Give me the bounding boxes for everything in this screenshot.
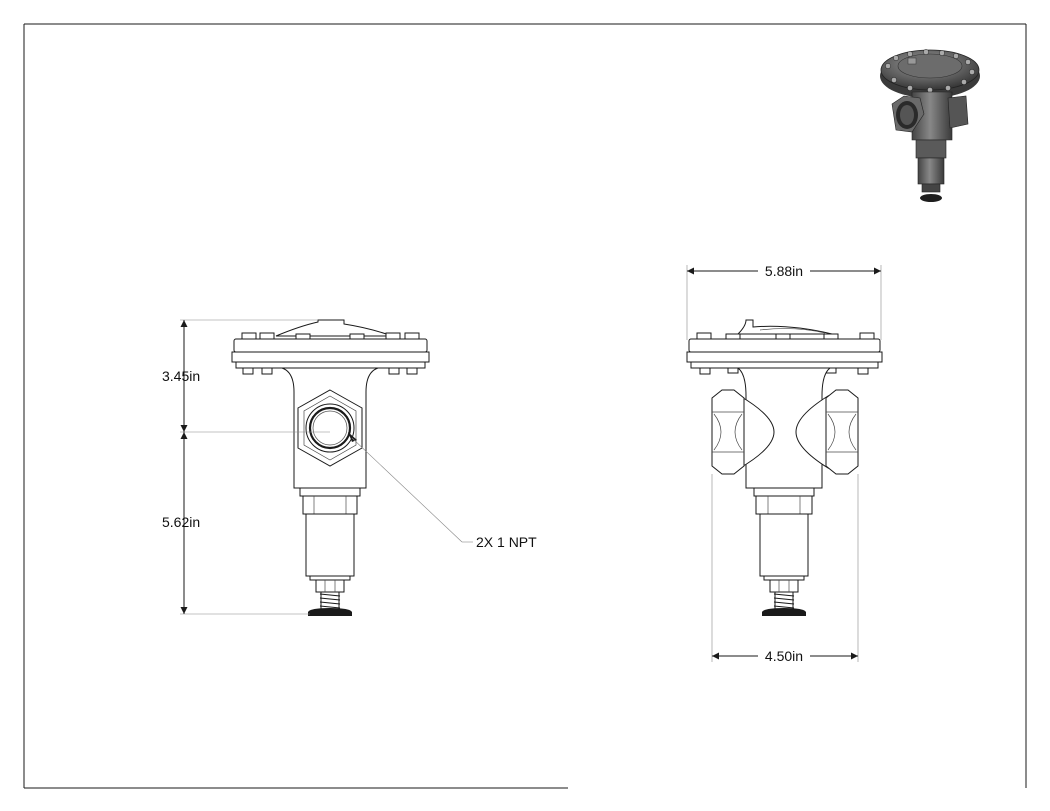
- sheet-border: [23, 23, 1027, 789]
- side-adjust-thread: [773, 592, 795, 610]
- dim-bottom-height: 5.62in: [162, 514, 200, 530]
- port-callout: 2X 1 NPT: [348, 432, 537, 550]
- side-view: [686, 319, 883, 616]
- isometric-view: [880, 49, 980, 202]
- iso-bolts: [885, 49, 975, 93]
- dim-port-width: 4.50in: [765, 648, 803, 664]
- dim-overall-width: 5.88in: [765, 263, 803, 279]
- callout-ports-label: 2X 1 NPT: [476, 534, 537, 550]
- front-adjust-thread: [319, 592, 341, 610]
- front-view: [231, 319, 430, 616]
- side-dimensions: 5.88in 4.50in: [686, 263, 882, 664]
- front-dimensions: 3.45in 5.62in: [162, 319, 330, 615]
- dim-top-height: 3.45in: [162, 368, 200, 384]
